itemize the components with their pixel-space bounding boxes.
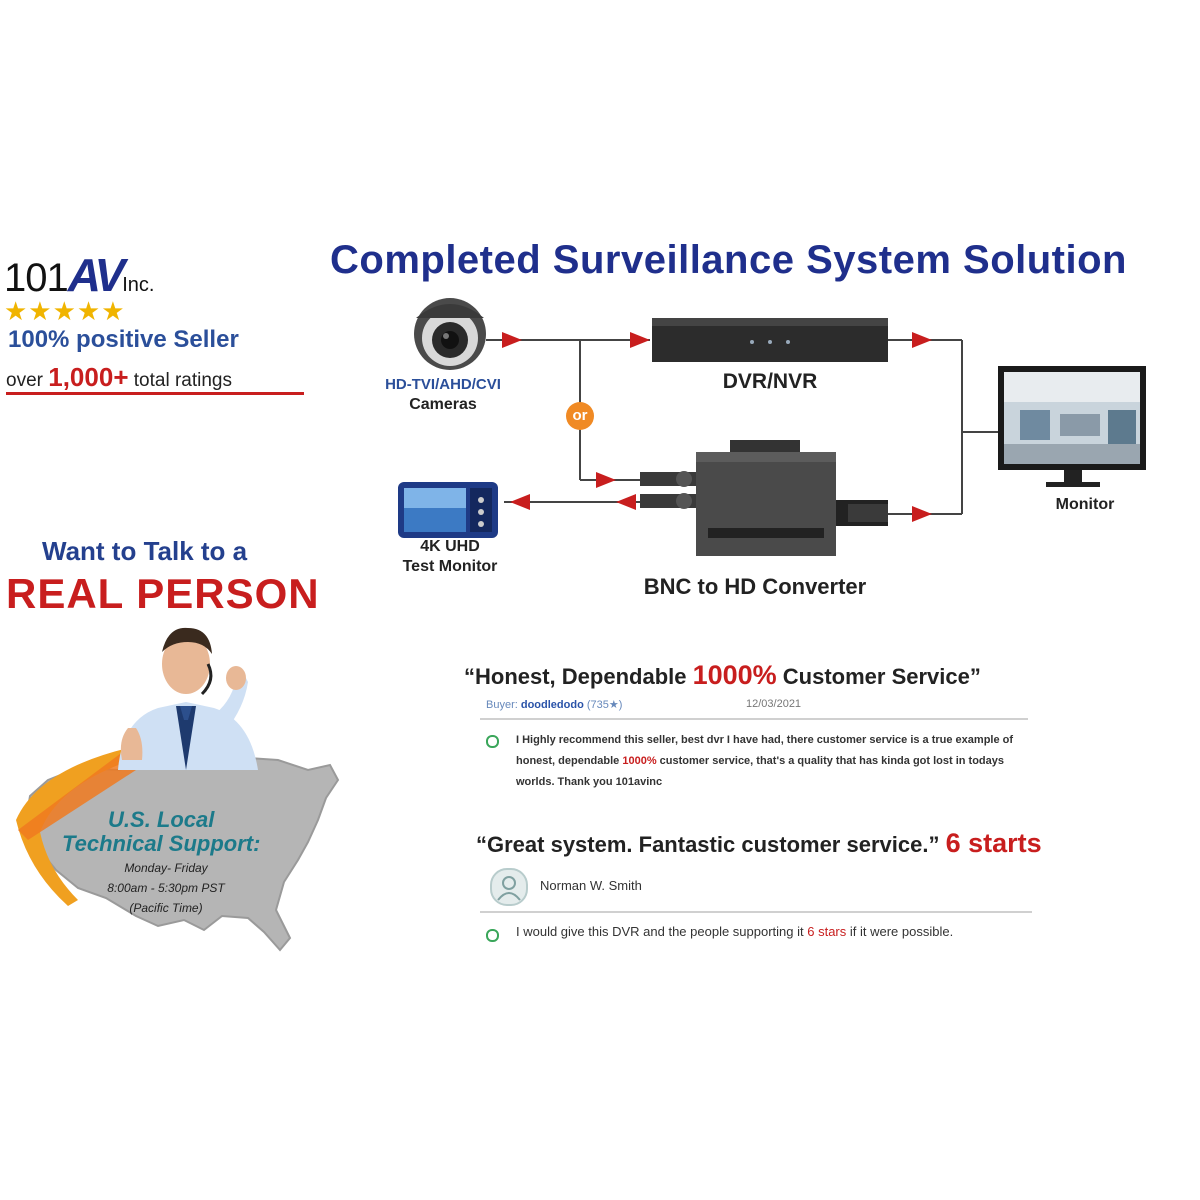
ratings-suffix: total ratings — [128, 370, 232, 391]
review-2-reviewer: Norman W. Smith — [540, 878, 642, 893]
review-1-date: 12/03/2021 — [746, 698, 802, 710]
review-1-buyer-score: (735★) — [583, 699, 623, 711]
test-monitor-label-2: Test Monitor — [402, 558, 498, 575]
review-2-body-pre: I would give this DVR and the people sup… — [516, 924, 808, 939]
bnc-converter-icon — [640, 440, 888, 556]
review-1-body-pre: I Highly recommend this seller, best dvr… — [516, 734, 1014, 767]
review-2-body-highlight: 6 stars — [807, 924, 847, 939]
ratings-count: 1,000+ — [48, 362, 129, 392]
camera-label-type: HD-TVI/AHD/CVI — [385, 376, 501, 393]
review-1-buyer-label: Buyer: — [486, 699, 521, 711]
total-ratings: over 1,000+ total ratings — [6, 362, 232, 393]
review-1-headline-pre: “Honest, Dependable — [464, 664, 693, 689]
dvr-nvr-icon — [652, 318, 888, 362]
monitor-icon — [998, 366, 1146, 487]
monitor-label: Monitor — [1055, 496, 1115, 513]
brand-logo: 101AVInc. — [4, 248, 155, 302]
positive-feedback-icon — [486, 735, 499, 748]
review-1-headline: “Honest, Dependable 1000% Customer Servi… — [464, 660, 981, 691]
signal-arrows — [502, 332, 932, 522]
review-2-body: I would give this DVR and the people sup… — [516, 924, 953, 939]
dvr-label: DVR/NVR — [722, 370, 818, 393]
review-1-body-post: customer service, that's a quality that … — [516, 755, 1004, 788]
orange-beam — [18, 748, 136, 840]
review-2-divider — [480, 911, 1032, 913]
rating-stars: ★★★★★ — [4, 296, 126, 326]
review-1-body: I Highly recommend this seller, best dvr… — [516, 730, 1026, 793]
converter-label: BNC to HD Converter — [643, 574, 867, 599]
review-1-buyer: Buyer: doodledodo (735★) — [486, 698, 622, 711]
avatar — [490, 868, 528, 906]
talk-heading: Want to Talk to a — [42, 536, 248, 566]
logo-av: AV — [67, 249, 125, 301]
review-1-divider — [480, 718, 1028, 720]
west-coast-swoosh — [16, 748, 132, 906]
support-days: Monday- Friday — [124, 861, 208, 875]
user-icon — [497, 876, 521, 901]
test-monitor-label-1: 4K UHD — [420, 538, 480, 555]
positive-feedback-icon — [486, 929, 499, 942]
support-illustration — [16, 627, 340, 952]
support-time: 8:00am - 5:30pm PST — [107, 881, 225, 895]
review-2-headline-highlight: 6 starts — [945, 828, 1042, 858]
review-2-headline: “Great system. Fantastic customer servic… — [476, 828, 1042, 859]
review-1-headline-highlight: 1000% — [692, 660, 777, 690]
positive-seller: 100% positive Seller — [8, 326, 239, 353]
ratings-underline — [6, 392, 304, 395]
support-hours: Monday- Friday 8:00am - 5:30pm PST (Paci… — [96, 858, 236, 918]
logo-inc: Inc. — [122, 274, 155, 296]
review-1-buyer-name: doodledodo — [520, 699, 584, 711]
or-badge: or — [566, 402, 594, 430]
support-title: U.S. Local Technical Support: — [62, 808, 260, 856]
real-person-heading: REAL PERSON — [6, 570, 320, 617]
test-monitor-icon — [398, 482, 498, 538]
support-zone: (Pacific Time) — [129, 901, 203, 915]
review-2-body-post: if it were possible. — [846, 924, 954, 939]
review-2-headline-pre: “Great system. Fantastic customer servic… — [476, 832, 946, 857]
camera-label: Cameras — [409, 396, 477, 413]
review-1-headline-post: Customer Service” — [776, 664, 981, 689]
support-person — [118, 627, 258, 770]
logo-number: 101 — [4, 256, 69, 300]
review-1-body-highlight: 1000% — [622, 755, 657, 767]
support-title-line-1: U.S. Local — [108, 807, 215, 832]
diagram-title: Completed Surveillance System Solution — [330, 238, 1127, 282]
support-title-line-2: Technical Support: — [62, 831, 261, 856]
dome-camera-icon — [414, 298, 486, 370]
ratings-prefix: over — [6, 370, 49, 391]
